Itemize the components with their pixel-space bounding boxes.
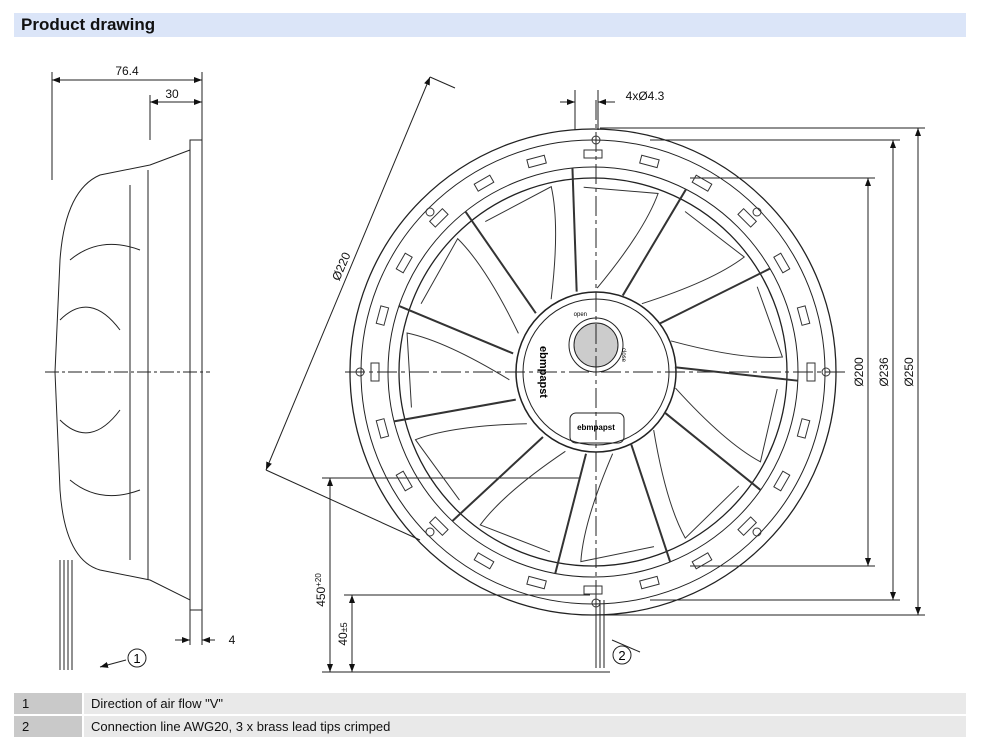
dim-dia220: Ø220 (329, 250, 353, 283)
dim-30: 30 (165, 87, 179, 101)
hub-brand-label: ebmpapst (577, 423, 615, 432)
ring-window (737, 516, 758, 537)
dim-dia250: Ø250 (902, 357, 916, 387)
ring-window (375, 418, 390, 439)
spoke (393, 398, 516, 423)
ring-window (583, 585, 603, 595)
dim-450: 450+20 (314, 573, 328, 607)
mounting-hole (752, 207, 762, 217)
callout-2: 2 (618, 648, 625, 663)
ring-window (583, 149, 603, 159)
mounting-hole (591, 598, 601, 608)
mounting-hole (821, 367, 831, 377)
ring-window (691, 552, 713, 570)
ring-window (428, 516, 449, 537)
dim-holes: 4xØ4.3 (626, 89, 665, 103)
spoke (621, 188, 687, 297)
dim-450-tolerance: +20 (314, 573, 323, 587)
fan-blade (653, 430, 740, 539)
mounting-hole (425, 207, 435, 217)
ring-window (526, 575, 547, 590)
callout-1: 1 (133, 651, 140, 666)
ring-window (395, 252, 413, 274)
front-view (345, 100, 845, 640)
callout-2-circle (612, 645, 632, 665)
fan-blade (670, 286, 784, 358)
open-label: open (574, 312, 587, 318)
ring-window (773, 252, 791, 274)
mounting-hole (425, 527, 435, 537)
legend-num: 2 (14, 716, 82, 737)
ring-window (691, 174, 713, 192)
ring-window (796, 418, 811, 439)
hub-brand-vertical: ebmpapst (537, 346, 549, 398)
ring-window (395, 470, 413, 492)
fan-blade (675, 387, 778, 463)
spoke (451, 436, 544, 522)
dim-40: 40±5 (336, 622, 350, 645)
dim-dia236: Ø236 (877, 357, 891, 387)
mounting-hole (591, 135, 601, 145)
spoke (571, 167, 578, 292)
product-drawing: 76.4 30 4 4xØ4.3 Ø220 Ø200 Ø236 Ø250 450… (45, 64, 925, 673)
ring-window (639, 154, 660, 169)
ring-window (806, 362, 816, 382)
legend-text: Direction of air flow "V" (84, 693, 966, 714)
spoke (630, 444, 672, 563)
legend-text: Connection line AWG20, 3 x brass lead ti… (84, 716, 966, 737)
fan-blade (414, 423, 527, 501)
spoke (663, 411, 762, 491)
ring-window (375, 305, 390, 326)
section-title: Product drawing (21, 15, 156, 34)
spoke (464, 210, 537, 314)
fan-blade (580, 453, 655, 563)
ring-window (796, 305, 811, 326)
spoke (398, 305, 514, 355)
ring-window (473, 552, 495, 570)
ring-window (737, 207, 758, 228)
fan-blade (583, 186, 659, 289)
fan-blade (479, 450, 566, 553)
ring-window (428, 207, 449, 228)
dim-40-tolerance: ±5 (339, 622, 349, 632)
section-header: Product drawing (14, 13, 966, 37)
fan-blade (420, 237, 519, 334)
spoke (554, 453, 587, 574)
ring-window (639, 575, 660, 590)
dim-40-value: 40 (336, 632, 350, 646)
fan-blade (485, 185, 557, 300)
close-label: close (620, 348, 626, 363)
ring-window (473, 174, 495, 192)
mounting-hole (355, 367, 365, 377)
fan-blade (641, 211, 746, 305)
dim-4: 4 (229, 633, 236, 647)
mounting-hole (752, 527, 762, 537)
ring-window (370, 362, 380, 382)
callout-1-circle (127, 648, 147, 668)
ring-window (773, 470, 791, 492)
fan-blade (406, 332, 510, 408)
legend-num: 1 (14, 693, 82, 714)
spoke (658, 267, 771, 325)
dim-76-4: 76.4 (115, 64, 139, 78)
side-view (45, 72, 210, 670)
dim-dia200: Ø200 (852, 357, 866, 387)
ring-window (526, 154, 547, 169)
spoke (674, 366, 798, 382)
dim-450-value: 450 (314, 586, 328, 606)
